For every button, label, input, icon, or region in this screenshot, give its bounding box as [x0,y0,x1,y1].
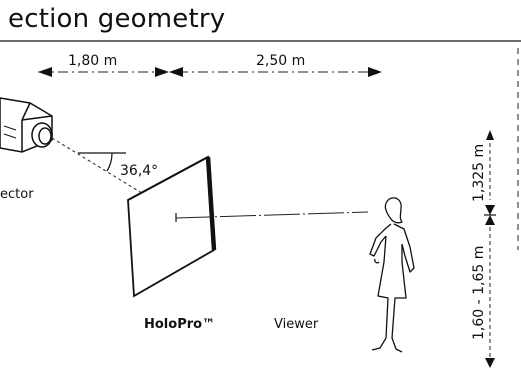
angle-indicator [78,152,126,172]
distance-label-projector-screen: 1,80 m [68,53,118,69]
arrow-down-icon [485,205,495,215]
projection-angle-label: 36,4° [120,163,159,179]
sight-line [175,211,369,219]
projector-icon [0,97,53,153]
arrow-left-icon [38,67,52,77]
projector-label: ector [0,187,34,202]
arrow-right-icon [368,67,382,77]
height-label-lower: 1,60 - 1,65 m [471,245,487,340]
distance-label-screen-viewer: 2,50 m [256,53,306,69]
vertical-dimension-line [484,130,496,368]
viewer-label: Viewer [274,317,319,332]
screen-label: HoloPro™ [144,317,216,332]
diagram-title: ection geometry [8,4,226,34]
arrow-left-icon [169,67,183,77]
arrow-right-icon [155,67,169,77]
holopro-screen [127,155,217,298]
viewer-figure-icon [369,197,415,353]
arrow-down-icon [485,358,495,368]
horizontal-dimension-line [38,67,382,77]
height-label-upper: 1,325 m [471,143,487,202]
arrow-up-icon [486,130,494,140]
arrow-up-icon [485,215,495,225]
